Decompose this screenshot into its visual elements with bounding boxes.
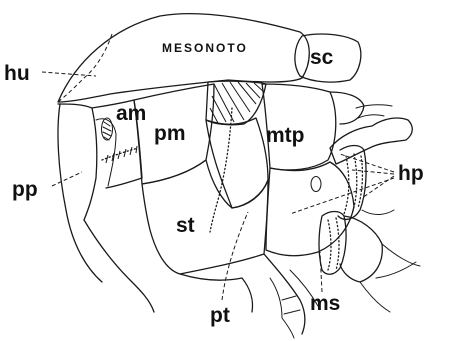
hind-plate-dots-3: [358, 156, 362, 208]
label-sc: sc: [310, 46, 334, 69]
label-hp: hp: [398, 162, 424, 185]
label-st: st: [176, 214, 195, 237]
posterior-lobe-5: [362, 210, 394, 215]
hind-plate-dots-1: [344, 156, 349, 214]
anapleural-suture-ticks: [106, 146, 137, 163]
leg-segment-3: [282, 296, 300, 314]
spiracle-hatch: [103, 122, 111, 140]
posterior-lobe-4: [360, 282, 390, 312]
pt-leader: [222, 212, 248, 300]
humerus-boundary: [58, 34, 112, 102]
hp-leader-1: [340, 154, 394, 172]
hp-leader-4: [290, 178, 394, 214]
posterior-lobe-3: [376, 262, 416, 278]
label-hu: hu: [4, 62, 30, 85]
pleural-dotted-line: [210, 108, 232, 232]
spiracle-posterior: [311, 177, 321, 192]
metepimeron-outline: [266, 162, 354, 256]
sternopleuron-outline: [142, 160, 268, 274]
pp-leader: [52, 172, 82, 186]
label-pp: pp: [12, 178, 38, 201]
label-am: am: [116, 102, 146, 125]
ms-leader: [320, 252, 322, 292]
hp-leader-2: [352, 170, 394, 174]
posterior-spike-1: [356, 105, 392, 108]
label-mtp: mtp: [266, 124, 305, 147]
label-pt: pt: [210, 304, 230, 327]
label-pm: pm: [154, 122, 186, 145]
hu-leader: [42, 72, 96, 76]
label-ms: ms: [310, 292, 340, 315]
mesonotum-outline: [58, 14, 309, 102]
haltere-outline: [330, 118, 412, 164]
pronotal-lobe-outline: [58, 104, 97, 220]
posterior-spike-2: [358, 115, 384, 118]
hatched-plate-lines: [210, 82, 264, 123]
meron-dots-2: [336, 218, 339, 270]
label-mesonoto: MESONOTO: [162, 41, 248, 55]
fore-coxa-outline: [84, 220, 154, 312]
